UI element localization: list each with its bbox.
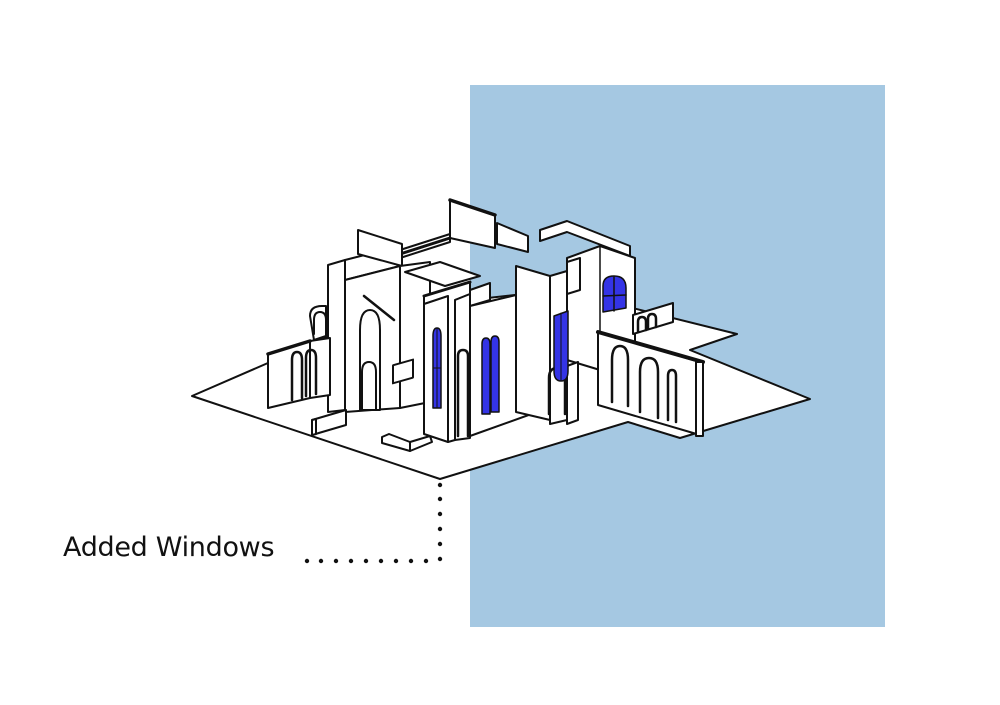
annotation-label: Added Windows: [63, 532, 275, 563]
bench-l-shape: [381, 433, 433, 452]
central-stair-tower: [344, 261, 481, 413]
right-arcade-wall: [596, 330, 705, 437]
annotation-leader-line: [304, 482, 443, 564]
left-arcade-wall: [266, 337, 331, 409]
added-windows: [432, 275, 627, 415]
window-pair-right: [490, 335, 500, 413]
window-pair-left: [481, 337, 491, 415]
terrace-small-arcade: [632, 302, 674, 335]
low-front-wall: [311, 409, 347, 436]
